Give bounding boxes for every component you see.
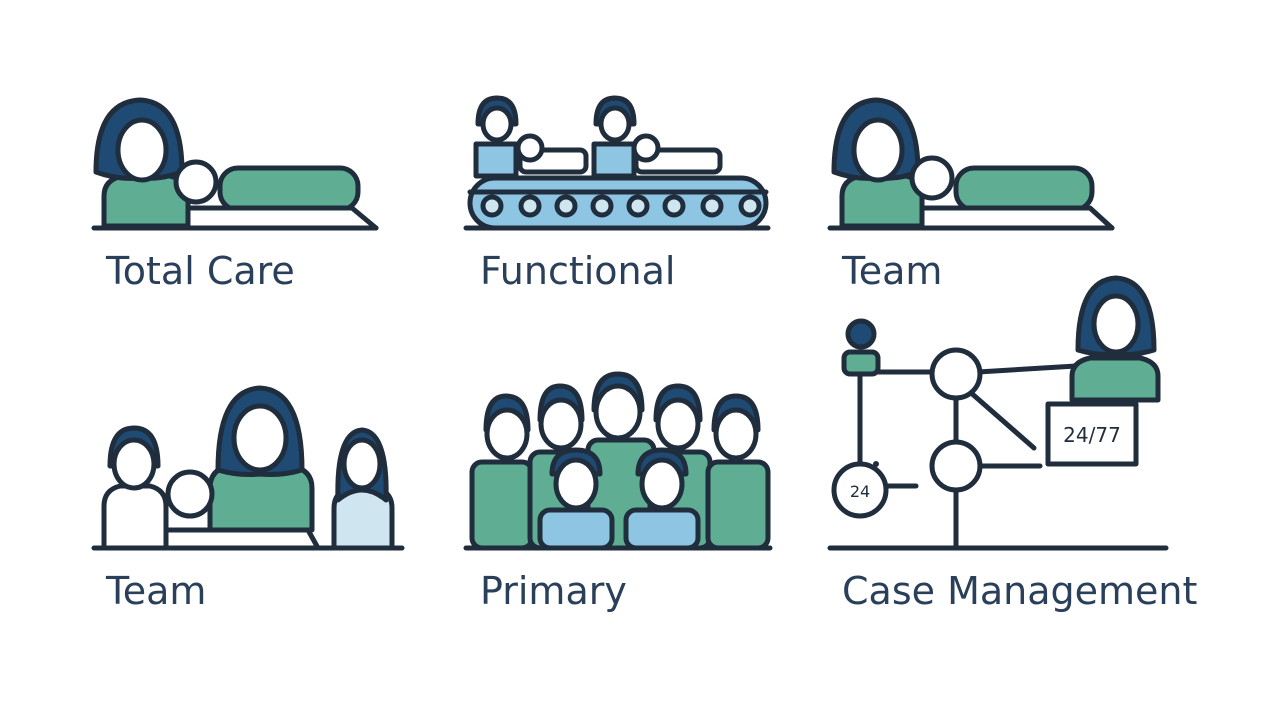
label-case-management: Case Management bbox=[842, 569, 1198, 613]
clock-circle-text: 24 bbox=[850, 482, 870, 501]
label-team-top: Team bbox=[842, 249, 943, 293]
label-functional: Functional bbox=[480, 249, 676, 293]
label-primary: Primary bbox=[480, 569, 627, 613]
team-top-icon bbox=[827, 97, 1115, 231]
primary-icon bbox=[463, 371, 773, 551]
clock-board-text: 24/77 bbox=[1063, 423, 1121, 447]
functional-icon bbox=[463, 95, 771, 231]
case-management-icon bbox=[827, 275, 1169, 551]
team-bottom-icon bbox=[91, 385, 405, 551]
label-total-care: Total Care bbox=[106, 249, 295, 293]
label-team-bottom: Team bbox=[106, 569, 207, 613]
total-care-icon bbox=[91, 97, 379, 231]
